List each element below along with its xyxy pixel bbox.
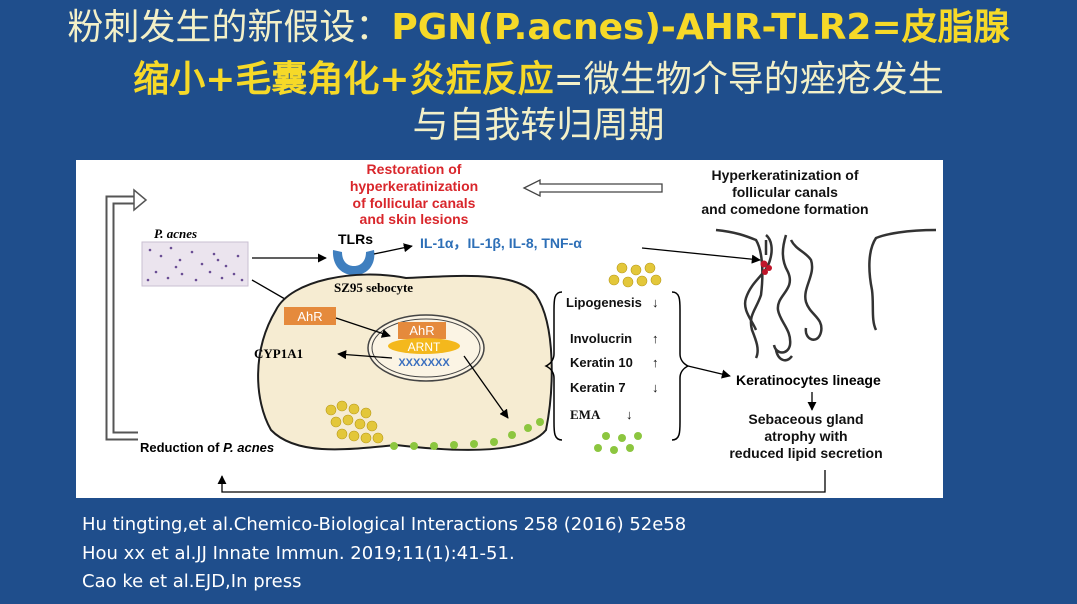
svg-text:Sebaceous gland: Sebaceous gland (748, 411, 863, 427)
reduction-label: Reduction of P. acnes (140, 440, 274, 455)
svg-text:atrophy with: atrophy with (764, 428, 847, 444)
svg-text:↓: ↓ (652, 380, 659, 395)
reference-3: Cao ke et al.EJD,In press (82, 571, 302, 592)
right-brace (671, 291, 690, 441)
p-acnes-label: P. acnes (154, 226, 197, 241)
arnt-oval (388, 338, 460, 354)
svg-text:EMA: EMA (570, 407, 601, 422)
svg-text:↓: ↓ (626, 407, 633, 422)
reference-1: Hu tingting,et al.Chemico-Biological Int… (82, 514, 687, 535)
tlrs-label: TLRs (338, 231, 373, 247)
xre-dna: XXXXXXX (398, 357, 450, 369)
restoration-label: Restoration of hyperkeratinization of fo… (350, 161, 478, 227)
ahr-label: AhR (297, 309, 322, 324)
cyp1a1-label: CYP1A1 (254, 346, 303, 361)
lipid-cluster-bottom (594, 432, 642, 454)
svg-text:Hyperkeratinization of: Hyperkeratinization of (711, 167, 858, 183)
svg-text:and comedone formation: and comedone formation (701, 201, 868, 217)
svg-text:Involucrin: Involucrin (570, 331, 632, 346)
svg-text:of follicular canals: of follicular canals (353, 195, 476, 211)
follicle-illustration (715, 228, 937, 362)
ahr-box-nucleus (398, 322, 446, 339)
ahr-box-cytoplasm (284, 307, 336, 325)
lipid-cluster-top (608, 262, 662, 288)
svg-text:Keratin 7: Keratin 7 (570, 380, 626, 395)
svg-text:hyperkeratinization: hyperkeratinization (350, 178, 478, 194)
hyperkeratinization-label: Hyperkeratinization of follicular canals… (701, 167, 868, 217)
svg-text:follicular canals: follicular canals (732, 184, 838, 200)
lipid-droplets (325, 400, 384, 444)
title-line-3: 与自我转归周期 (412, 105, 665, 146)
left-brace (544, 291, 563, 441)
title-line-1: 粉刺发生的新假设：PGN(P.acnes)-AHR-TLR2=皮脂腺 (0, 6, 1077, 50)
svg-text:Keratin 10: Keratin 10 (570, 355, 633, 370)
ahr-nuclear-label: AhR (409, 323, 434, 338)
svg-text:Restoration of: Restoration of (367, 161, 462, 177)
title-part-formula: PGN(P.acnes)-AHR-TLR2=皮脂腺 (391, 7, 1010, 48)
title-line-2: 缩小+毛囊角化+炎症反应=微生物介导的痤疮发生 (0, 58, 1077, 102)
bacteria-specks (146, 246, 244, 282)
sebocyte-label: SZ95 sebocyte (334, 280, 413, 295)
svg-text:and skin lesions: and skin lesions (360, 211, 469, 227)
reverse-hollow-arrow (522, 178, 663, 198)
keratinocytes-label: Keratinocytes lineage (736, 372, 881, 388)
comedone-marker (760, 260, 772, 275)
cytokines-label: IL-1α，IL-1β, IL-8, TNF-α (420, 235, 582, 251)
arnt-label: ARNT (408, 340, 441, 354)
membrane-green-dots (390, 418, 544, 450)
p-acnes-micrograph (141, 241, 249, 287)
atrophy-label: Sebaceous gland atrophy with reduced lip… (729, 411, 882, 461)
svg-text:Lipogenesis: Lipogenesis (566, 295, 642, 310)
svg-text:↑: ↑ (652, 355, 659, 370)
title-part-chinese: 粉刺发生的新假设： (67, 7, 392, 48)
svg-text:↑: ↑ (652, 331, 659, 346)
bottom-return-line (217, 470, 826, 493)
reference-2: Hou xx et al.JJ Innate Immun. 2019;11(1)… (82, 543, 515, 564)
tlr-receptor (332, 250, 375, 276)
svg-text:↓: ↓ (652, 295, 659, 310)
svg-text:reduced lipid secretion: reduced lipid secretion (729, 445, 882, 461)
title-part-result: =微生物介导的痤疮发生 (553, 59, 944, 100)
cycle-loop-arrow (105, 195, 138, 441)
effects-list: Lipogenesis ↓ Involucrin ↑ Keratin 10 ↑ Ker… (566, 295, 659, 422)
mechanism-diagram: Restoration of hyperkeratinization of fo… (76, 160, 943, 498)
title-part-mechanism: 缩小+毛囊角化+炎症反应 (133, 59, 554, 100)
